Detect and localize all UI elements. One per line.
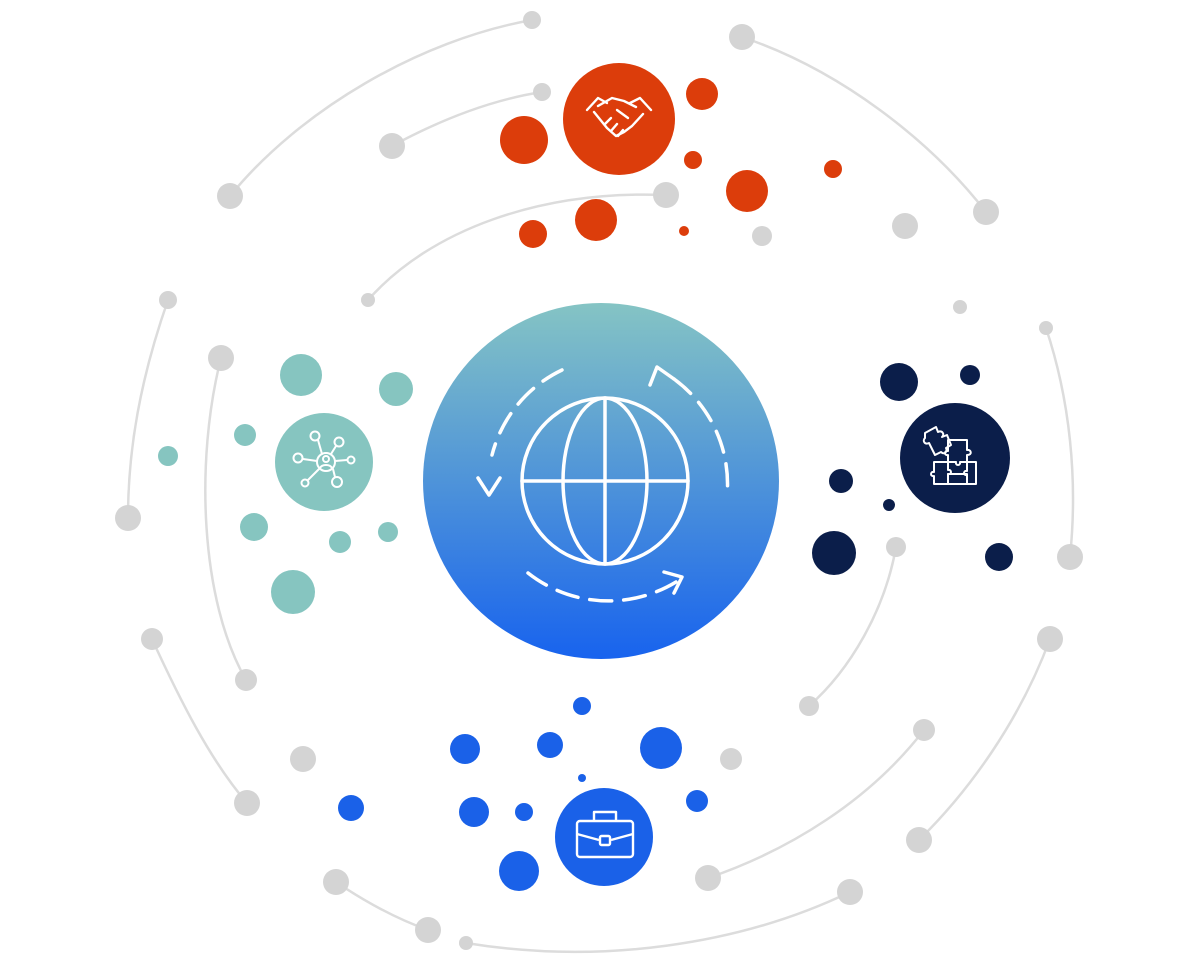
connector-node (653, 182, 679, 208)
handshake-node (563, 63, 675, 175)
connector-node (523, 11, 541, 29)
connector-arc (228, 18, 534, 198)
connector-arc (706, 728, 926, 880)
connector-node (234, 790, 260, 816)
handshake-icon (585, 96, 653, 138)
cluster-dot (459, 797, 489, 827)
cluster-dot (537, 732, 563, 758)
cluster-dot (578, 774, 586, 782)
globe-with-cycle-arrows-icon (476, 365, 730, 603)
integration-cluster (812, 363, 1013, 575)
connector-node (459, 936, 473, 950)
central-hub (423, 303, 779, 659)
connector-node (1037, 626, 1063, 652)
connector-node (886, 537, 906, 557)
puzzle-icon (922, 426, 977, 485)
connector-node (533, 83, 551, 101)
connector-node (159, 291, 177, 309)
connector-node (379, 133, 405, 159)
cluster-dot (329, 531, 351, 553)
connector-node (837, 879, 863, 905)
connector-node (115, 505, 141, 531)
connector-arc (740, 35, 988, 214)
connector-node (752, 226, 772, 246)
cluster-dot (500, 116, 548, 164)
partnership-cluster (500, 63, 842, 248)
cluster-dot (379, 372, 413, 406)
connector-node (913, 719, 935, 741)
connector-node (799, 696, 819, 716)
connector-arc (150, 637, 249, 805)
business-cluster (338, 697, 708, 891)
people-network-icon (292, 430, 356, 488)
cluster-dot (519, 220, 547, 248)
cluster-dot (883, 499, 895, 511)
cluster-dot (960, 365, 980, 385)
cluster-dot (240, 513, 268, 541)
cluster-dot (234, 424, 256, 446)
cluster-dot (640, 727, 682, 769)
connector-node (953, 300, 967, 314)
connector-arc (917, 637, 1052, 842)
connector-arc (366, 193, 668, 302)
network-cluster (158, 354, 413, 614)
connector-node (973, 199, 999, 225)
connector-node (361, 293, 375, 307)
cluster-dot (679, 226, 689, 236)
cluster-dot (280, 354, 322, 396)
cluster-dot (573, 697, 591, 715)
connector-arc (1044, 326, 1075, 559)
connector-node (141, 628, 163, 650)
connector-arc (204, 356, 248, 682)
cluster-dot (499, 851, 539, 891)
cluster-dot (450, 734, 480, 764)
puzzle-node (900, 403, 1010, 513)
connector-node (217, 183, 243, 209)
cluster-dot (575, 199, 617, 241)
connector-node (290, 746, 316, 772)
connector-node (720, 748, 742, 770)
cluster-dot (684, 151, 702, 169)
cluster-dot (726, 170, 768, 212)
cluster-dot (985, 543, 1013, 571)
cluster-dot (812, 531, 856, 575)
cluster-dot (378, 522, 398, 542)
cluster-dot (829, 469, 853, 493)
cluster-dot (271, 570, 315, 614)
connector-node (906, 827, 932, 853)
connector-arc (390, 90, 544, 148)
cluster-dot (158, 446, 178, 466)
connector-node (415, 917, 441, 943)
connector-arc (464, 890, 852, 954)
connector-node (892, 213, 918, 239)
connector-arc (334, 880, 430, 932)
connector-node (208, 345, 234, 371)
connector-node (1057, 544, 1083, 570)
cluster-dot (686, 78, 718, 110)
cluster-dot (338, 795, 364, 821)
connector-node (323, 869, 349, 895)
cluster-dot (880, 363, 918, 401)
cluster-dot (824, 160, 842, 178)
connector-node (695, 865, 721, 891)
cluster-dot (515, 803, 533, 821)
connector-node (235, 669, 257, 691)
connector-arc (807, 545, 898, 708)
connector-nodes (115, 11, 1083, 950)
connector-arc (126, 298, 170, 520)
connector-node (729, 24, 755, 50)
connector-node (1039, 321, 1053, 335)
briefcase-icon (575, 810, 635, 859)
cluster-dot (686, 790, 708, 812)
